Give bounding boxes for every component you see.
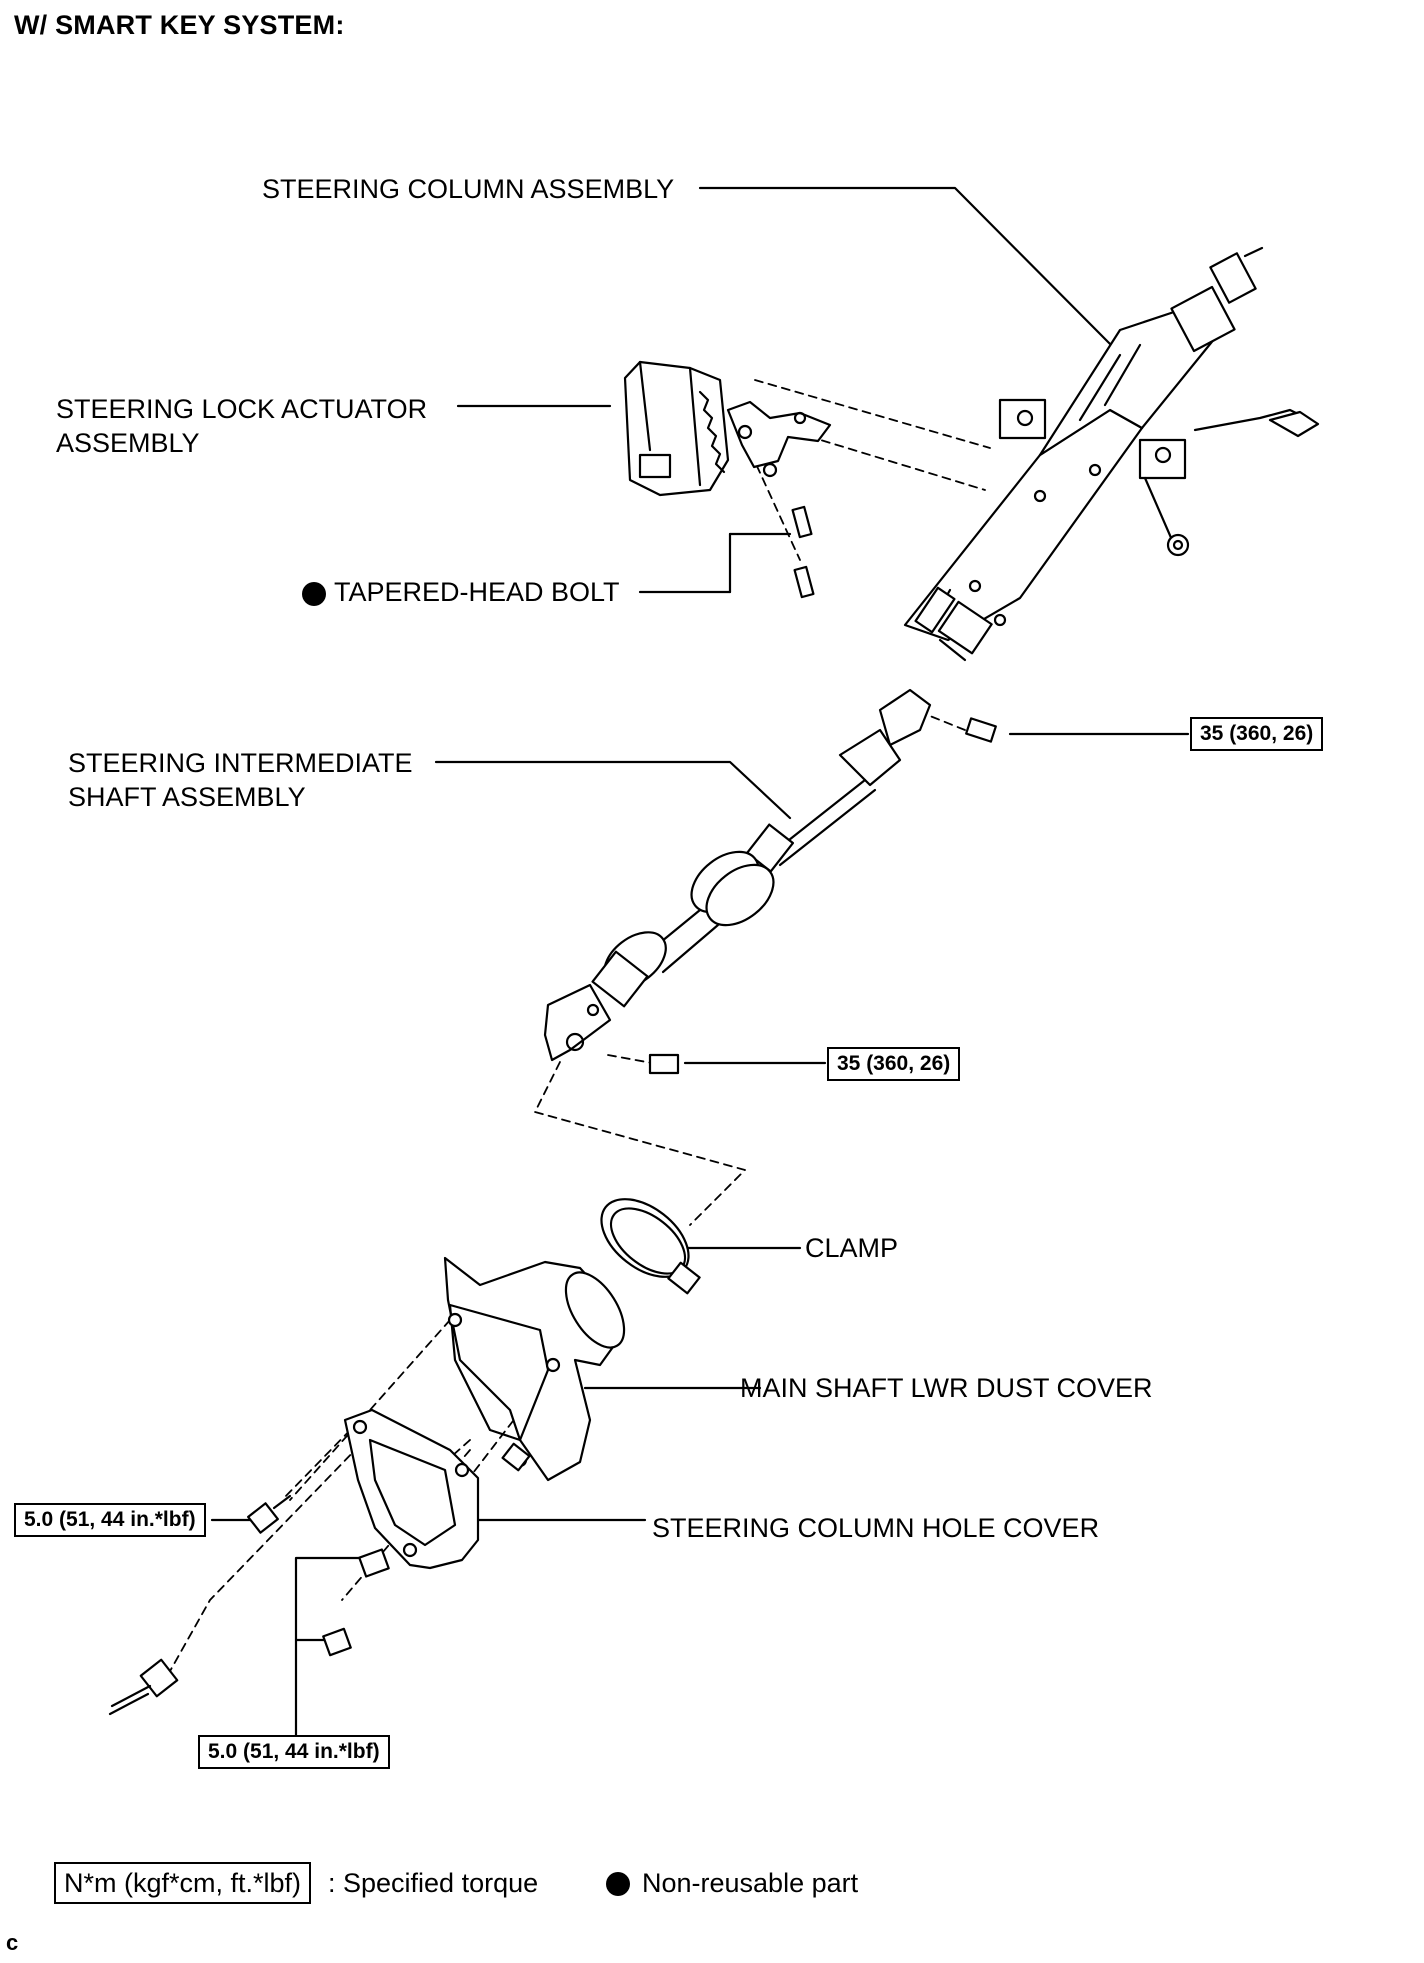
torque-box-hole-cover-bolt: 5.0 (51, 44 in.*lbf) (14, 1503, 206, 1537)
label-main-shaft-lwr-dust-cover: MAIN SHAFT LWR DUST COVER (740, 1373, 1153, 1403)
legend-torque-unit-box: N*m (kgf*cm, ft.*lbf) (54, 1862, 312, 1904)
label-clamp: CLAMP (805, 1233, 899, 1263)
leader-lines (210, 186, 1190, 1750)
legend-torque-description: : Specified torque (328, 1868, 539, 1898)
clamp-drawing (600, 1198, 701, 1295)
label-steering-column-assembly: STEERING COLUMN ASSEMBLY (262, 174, 675, 204)
page-title: W/ SMART KEY SYSTEM: (14, 10, 345, 40)
label-steering-lock-actuator-line1: STEERING LOCK ACTUATOR (56, 394, 428, 424)
label-intermediate-shaft-line1: STEERING INTERMEDIATE (68, 748, 413, 778)
steering-column-drawing (903, 246, 1320, 662)
label-intermediate-shaft-line2: SHAFT ASSEMBLY (68, 782, 306, 812)
hole-cover-drawing (343, 1408, 480, 1570)
torque-box-hole-cover-nuts: 5.0 (51, 44 in.*lbf) (198, 1735, 390, 1769)
steering-lock-actuator-drawing (623, 360, 832, 599)
legend-nonreusable-description: Non-reusable part (642, 1868, 859, 1898)
dust-cover-drawing (443, 1256, 626, 1482)
label-tapered-head-bolt: TAPERED-HEAD BOLT (334, 577, 620, 607)
intermediate-shaft-drawing (543, 688, 997, 1075)
label-steering-column-hole-cover: STEERING COLUMN HOLE COVER (652, 1513, 1100, 1543)
legend-nonreusable-dot-icon (606, 1872, 630, 1896)
label-steering-lock-actuator-line2: ASSEMBLY (56, 428, 200, 458)
corner-mark: c (6, 1930, 19, 1955)
torque-box-upper-shaft-bolt: 35 (360, 26) (1190, 717, 1324, 751)
nonreusable-dot-icon (302, 582, 326, 606)
torque-box-lower-shaft-bolt: 35 (360, 26) (827, 1047, 961, 1081)
fastener-drawing (108, 1494, 390, 1716)
